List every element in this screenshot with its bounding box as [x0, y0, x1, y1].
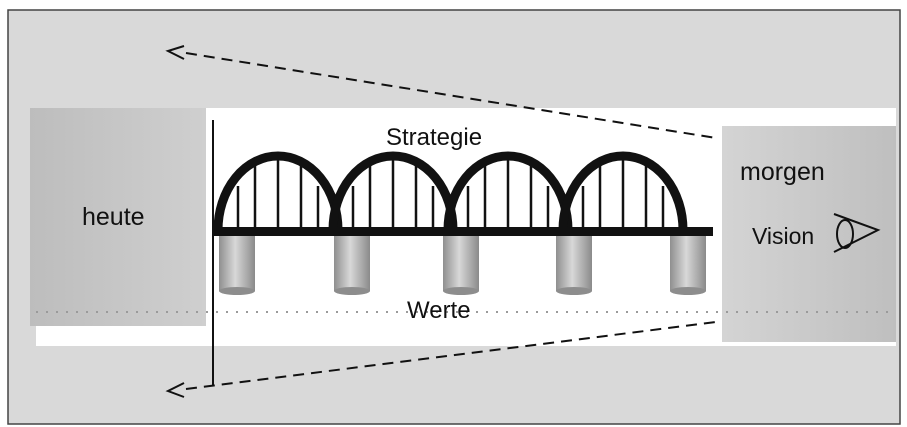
label-strategie: Strategie: [386, 124, 482, 151]
arches: [213, 151, 688, 231]
pillar: [556, 234, 592, 295]
pillar: [334, 234, 370, 295]
label-heute: heute: [82, 203, 145, 231]
label-werte: Werte: [407, 297, 471, 324]
arrow-left-icon: [165, 45, 185, 60]
pillar: [670, 234, 706, 295]
left-panel: [30, 108, 206, 326]
pillar: [219, 234, 255, 295]
bridge-deck: [213, 227, 713, 236]
right-panel: [722, 126, 896, 342]
pillars: [219, 234, 706, 295]
label-vision: Vision: [752, 223, 814, 249]
arrow-left-icon: [165, 382, 185, 398]
hangers: [236, 158, 665, 230]
pillar: [443, 234, 479, 295]
eye-icon: [833, 213, 881, 253]
label-morgen: morgen: [740, 158, 825, 186]
